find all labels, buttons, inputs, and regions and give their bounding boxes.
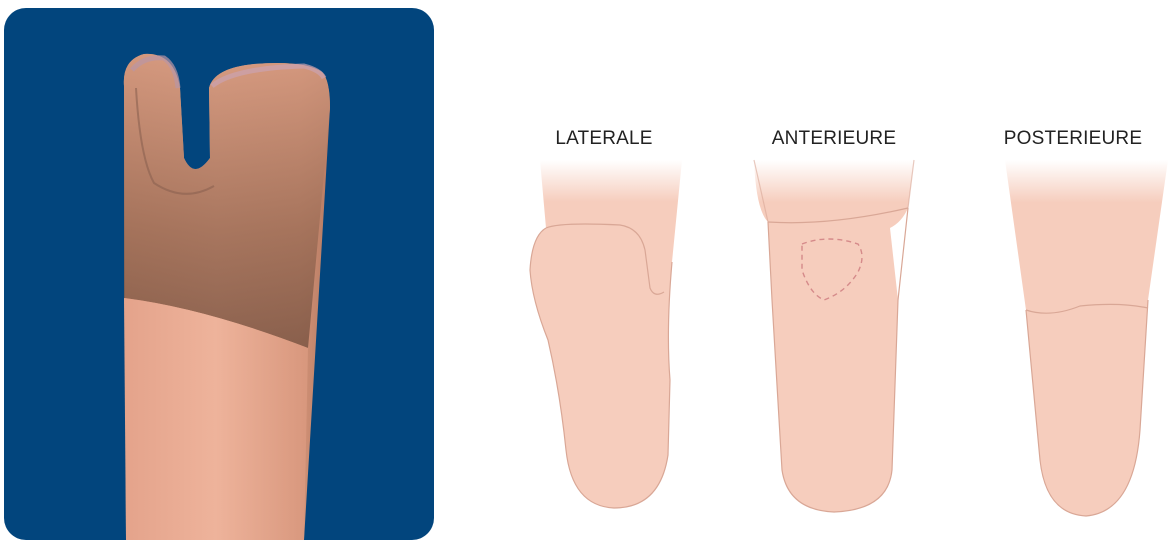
limb-posterieure: [1005, 160, 1168, 516]
limb-anterieure: [754, 160, 914, 512]
limb-laterale: [530, 160, 682, 508]
